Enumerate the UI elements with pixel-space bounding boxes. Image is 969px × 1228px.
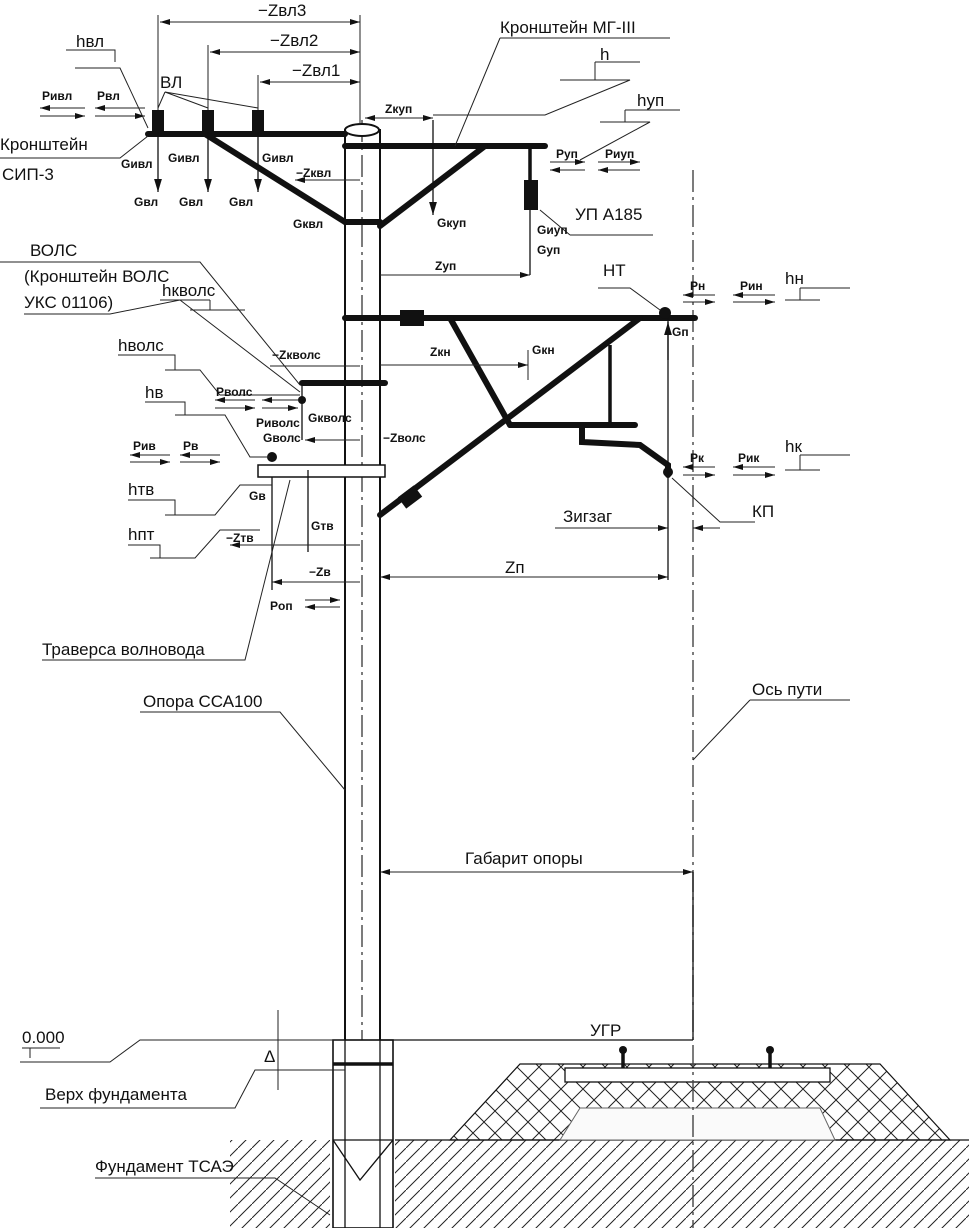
label-gabarit: Габарит опоры: [465, 849, 583, 868]
label-track-axis: Ось пути: [752, 680, 822, 699]
label-pivols: Pиволс: [256, 416, 300, 430]
label-pvols: Pволс: [216, 385, 253, 399]
label-up-a185: УП А185: [575, 205, 642, 224]
mg3-bracket: [342, 120, 548, 275]
dimension-lines: [157, 15, 720, 1090]
label-hkvols: hкволс: [162, 281, 216, 300]
insulator-icon: [202, 110, 214, 192]
label-gup: Gуп: [537, 243, 560, 257]
label-gkvols: Gкволс: [308, 411, 352, 425]
label-kp: КП: [752, 502, 774, 521]
label-ztv: −Zтв: [226, 531, 254, 545]
label-vols-bracket-line2: УКС 01106): [24, 293, 113, 312]
label-pv: Pв: [183, 439, 198, 453]
label-givl-2: Gивл: [168, 151, 200, 165]
label-gp: Gп: [672, 325, 689, 339]
waveguide-traverse: [257, 452, 386, 590]
label-ugr: УГР: [590, 1021, 621, 1040]
insulator-icon: [152, 110, 164, 192]
embankment: [448, 1046, 952, 1141]
label-foundation-top: Верх фундамента: [45, 1085, 187, 1104]
ground: [230, 1139, 969, 1228]
label-h: h: [600, 45, 609, 64]
label-gvols: Gволс: [263, 431, 301, 445]
force-arrows: [40, 105, 775, 610]
vl-insulators: [152, 110, 264, 192]
label-vols: ВОЛС: [30, 241, 77, 260]
label-bracket-mg3: Кронштейн МГ-III: [500, 18, 636, 37]
label-traverse: Траверса волновода: [42, 640, 205, 659]
label-zkvl: −Zквл: [296, 166, 331, 180]
label-vols-bracket-line1: (Кронштейн ВОЛС: [24, 267, 169, 286]
label-gtv: Gтв: [311, 519, 334, 533]
label-gvl-1: Gвл: [134, 195, 158, 209]
label-gv: Gв: [249, 489, 266, 503]
sleeper: [564, 1067, 831, 1083]
label-zp: Zп: [505, 558, 525, 577]
label-zv: −Zв: [309, 565, 331, 579]
label-zigzag: Зигзаг: [563, 507, 612, 526]
label-foundation: Фундамент ТСАЭ: [95, 1157, 234, 1176]
label-hk: hк: [785, 437, 802, 456]
label-zvl3: −Zвл3: [258, 1, 306, 20]
label-zkn: Zкн: [430, 345, 451, 359]
label-pup: Pуп: [556, 147, 578, 161]
label-gkn: Gкн: [532, 343, 555, 357]
labels: −Zвл3 −Zвл2 −Zвл1 hвл ВЛ Pивл Pвл Кроншт…: [0, 1, 822, 1176]
label-pop: Pоп: [270, 599, 293, 613]
label-gvl-2: Gвл: [179, 195, 203, 209]
sip3-bracket: [145, 131, 383, 225]
label-delta: Δ: [264, 1047, 275, 1066]
label-gkup: Gкуп: [437, 216, 466, 230]
label-bracket-sip3-line1: Кронштейн: [0, 135, 88, 154]
label-hup: hуп: [637, 91, 664, 110]
foundation-shape: [332, 1039, 394, 1228]
label-pole: Опора ССА100: [143, 692, 262, 711]
label-zkvols: −Zкволс: [272, 348, 321, 362]
label-gkvl: Gквл: [293, 217, 323, 231]
label-zero-level: 0.000: [22, 1028, 65, 1047]
label-zvols: −Zволс: [383, 431, 426, 445]
insulator-icon: [252, 110, 264, 192]
cantilever: [342, 307, 698, 580]
rail-left: [619, 1046, 627, 1068]
label-nt: НТ: [603, 261, 626, 280]
label-pin: Pин: [740, 279, 763, 293]
nt-point: [659, 307, 671, 319]
label-pivl: Pивл: [42, 89, 72, 103]
label-zup: Zуп: [435, 259, 456, 273]
label-hv: hв: [145, 383, 164, 402]
label-zkup: Zкуп: [385, 102, 412, 116]
label-pvl: Pвл: [97, 89, 120, 103]
label-gvl-3: Gвл: [229, 195, 253, 209]
label-hn: hн: [785, 269, 804, 288]
label-hvols: hволс: [118, 336, 164, 355]
label-piup: Pиуп: [605, 147, 634, 161]
label-zvl1: −Zвл1: [292, 61, 340, 80]
label-vl: ВЛ: [160, 73, 182, 92]
label-hpt: hпт: [128, 525, 155, 544]
vols-bracket: [298, 380, 388, 440]
pole: [332, 120, 394, 1228]
label-givl-3: Gивл: [262, 151, 294, 165]
label-piv: Pив: [133, 439, 156, 453]
label-pk: Pк: [690, 451, 705, 465]
leader-lines: [0, 37, 850, 1216]
up-a185-insulator: [524, 180, 538, 210]
label-pik: Pик: [738, 451, 760, 465]
label-htv: hтв: [128, 480, 154, 499]
label-pn: Pн: [690, 279, 705, 293]
label-hvl: hвл: [76, 32, 104, 51]
label-giup: Gиуп: [537, 223, 568, 237]
rail-right: [766, 1046, 774, 1068]
label-zvl2: −Zвл2: [270, 31, 318, 50]
label-bracket-sip3-line2: СИП-3: [2, 165, 54, 184]
label-givl-1: Gивл: [121, 157, 153, 171]
